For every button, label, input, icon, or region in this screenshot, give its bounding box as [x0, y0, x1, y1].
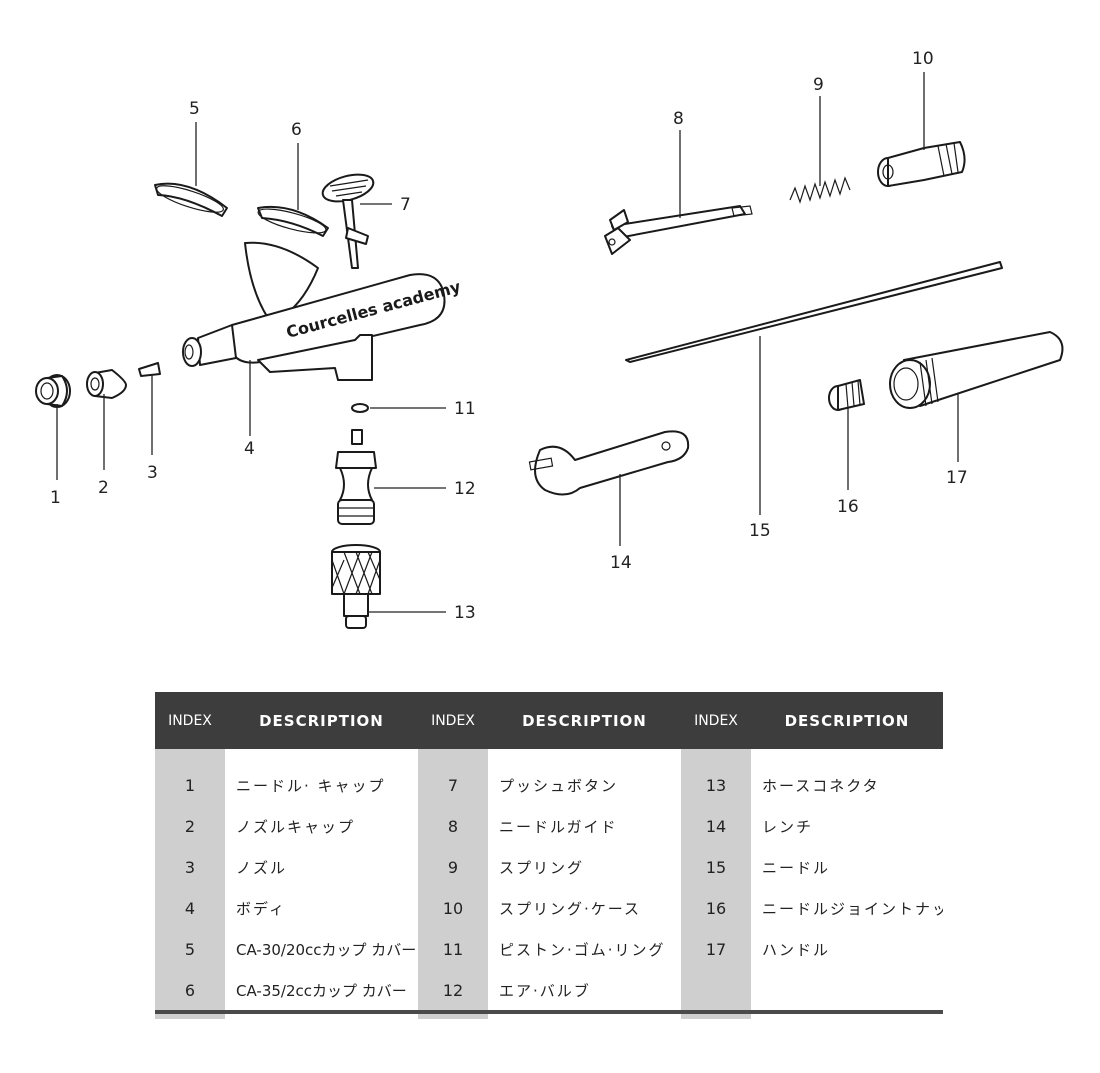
description-cell: ニードルガイド	[499, 818, 618, 836]
description-cell: プッシュボタン	[499, 777, 619, 795]
part-needle	[625, 261, 1003, 363]
table-row: 2 ノズルキャップ 8 ニードルガイド 14 レンチ	[155, 806, 943, 847]
part-cup-cover-large	[154, 182, 228, 217]
description-cell: ボディ	[236, 900, 286, 918]
table-bottom-rule	[155, 1010, 943, 1014]
description-cell: エア·バルブ	[499, 982, 591, 1000]
part-nozzle	[138, 362, 161, 377]
callout-14: 14	[610, 553, 632, 573]
callout-labels: 1 2 3 4 5 6 7 8 9 10 11 12 13 14 15 16 1…	[50, 49, 968, 623]
header-description: DESCRIPTION	[488, 692, 681, 749]
description-cell: ピストン·ゴム·リング	[499, 941, 666, 959]
description-cell: CA-30/20ccカップ カバー	[236, 941, 417, 959]
header-index: INDEX	[681, 692, 751, 749]
part-needle-guide	[604, 205, 753, 255]
callout-10: 10	[912, 49, 934, 69]
legend-header-row: INDEX DESCRIPTION INDEX DESCRIPTION INDE…	[155, 692, 943, 749]
description-cell: ニードル	[762, 859, 831, 877]
index-cell: 8	[418, 806, 488, 847]
callout-6: 6	[291, 120, 302, 140]
index-cell: 10	[418, 888, 488, 929]
table-row: 3 ノズル 9 スプリング 15 ニードル	[155, 847, 943, 888]
index-cell: 9	[418, 847, 488, 888]
index-cell: 2	[155, 806, 225, 847]
callout-5: 5	[189, 99, 200, 119]
table-row: 5 CA-30/20ccカップ カバー 11 ピストン·ゴム·リング 17 ハン…	[155, 929, 943, 970]
index-cell: 15	[681, 847, 751, 888]
index-cell: 3	[155, 847, 225, 888]
callout-12: 12	[454, 479, 476, 499]
callout-4: 4	[244, 439, 255, 459]
description-cell: ノズル	[236, 859, 288, 877]
description-cell: スプリング	[499, 859, 585, 877]
exploded-parts-diagram: Courcelles academy	[35, 49, 1064, 629]
description-cell: ニードル· キャップ	[236, 777, 386, 795]
callout-16: 16	[837, 497, 859, 517]
part-spring	[789, 176, 851, 204]
callout-7: 7	[400, 195, 411, 215]
index-cell: 16	[681, 888, 751, 929]
header-index: INDEX	[155, 692, 225, 749]
description-cell: ハンドル	[762, 941, 831, 959]
part-cup-cover-small	[257, 205, 329, 237]
part-needle-joint-nut	[828, 379, 865, 411]
part-push-button	[321, 173, 375, 269]
parts-legend-table: INDEX DESCRIPTION INDEX DESCRIPTION INDE…	[155, 692, 943, 1019]
description-cell: レンチ	[762, 818, 814, 836]
index-cell: 11	[418, 929, 488, 970]
callout-3: 3	[147, 463, 158, 483]
table-row: 4 ボディ 10 スプリング·ケース 16 ニードルジョイントナット	[155, 888, 943, 929]
index-cell: 4	[155, 888, 225, 929]
part-spring-case	[877, 141, 966, 187]
header-description: DESCRIPTION	[225, 692, 418, 749]
index-cell: 7	[418, 749, 488, 806]
part-handle	[889, 331, 1064, 409]
callout-15: 15	[749, 521, 771, 541]
part-air-valve	[335, 429, 377, 525]
leader-lines	[56, 72, 959, 613]
callout-2: 2	[98, 478, 109, 498]
header-index: INDEX	[418, 692, 488, 749]
part-nozzle-cap	[86, 369, 127, 399]
callout-11: 11	[454, 399, 476, 419]
description-cell: ホースコネクタ	[762, 777, 880, 795]
part-hose-connector	[331, 544, 381, 629]
callout-1: 1	[50, 488, 61, 508]
index-cell: 5	[155, 929, 225, 970]
part-wrench	[528, 430, 690, 496]
part-needle-cap	[35, 374, 71, 408]
header-description: DESCRIPTION	[751, 692, 943, 749]
table-row: 1 ニードル· キャップ 7 プッシュボタン 13 ホースコネクタ	[155, 749, 943, 806]
callout-9: 9	[813, 75, 824, 95]
index-cell: 1	[155, 749, 225, 806]
index-cell: 14	[681, 806, 751, 847]
callout-17: 17	[946, 468, 968, 488]
description-cell: ニードルジョイントナット	[762, 900, 943, 918]
part-body: Courcelles academy	[182, 241, 463, 381]
callout-8: 8	[673, 109, 684, 129]
part-piston-ring	[351, 403, 369, 413]
index-cell: 13	[681, 749, 751, 806]
description-cell: スプリング·ケース	[499, 900, 642, 918]
description-cell: CA-35/2ccカップ カバー	[236, 982, 407, 1000]
callout-13: 13	[454, 603, 476, 623]
index-cell: 17	[681, 929, 751, 970]
description-cell: ノズルキャップ	[236, 818, 356, 836]
